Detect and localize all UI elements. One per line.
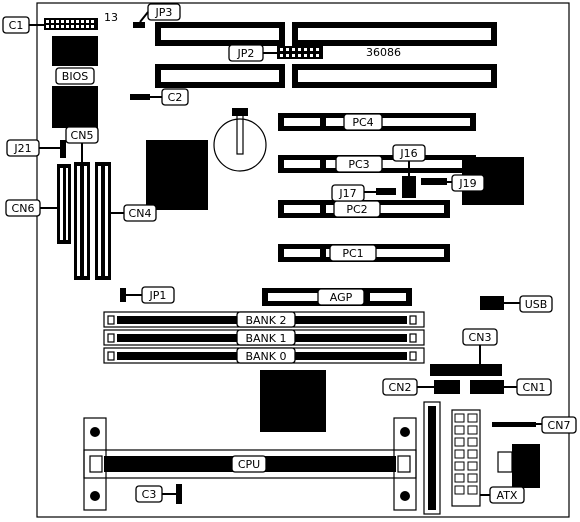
bios-chip-top bbox=[52, 36, 98, 66]
c2-label: C2 bbox=[168, 91, 183, 104]
pin-13-label: 13 bbox=[104, 11, 118, 24]
cn7-header bbox=[492, 422, 536, 427]
connector-icon bbox=[497, 444, 540, 488]
c1-label: C1 bbox=[9, 19, 24, 32]
battery-icon bbox=[213, 108, 267, 172]
pc1-label: PC1 bbox=[342, 247, 363, 260]
pc2-label: PC2 bbox=[346, 203, 367, 216]
mounting-hole-icon bbox=[400, 491, 410, 501]
bank2-tag bbox=[236, 311, 296, 328]
cpu-label: CPU bbox=[238, 458, 260, 471]
j16-header bbox=[402, 176, 416, 198]
cn3-label: CN3 bbox=[469, 331, 492, 344]
j16-label: J16 bbox=[399, 147, 417, 160]
jp2-header bbox=[277, 46, 323, 59]
usb-label: USB bbox=[525, 298, 548, 311]
board-id-label: 36086 bbox=[366, 46, 401, 59]
j21-label: J21 bbox=[13, 142, 31, 155]
jp1-label: JP1 bbox=[149, 289, 167, 302]
usb-header bbox=[480, 296, 504, 310]
atx-label: ATX bbox=[497, 489, 518, 502]
j21-jumper bbox=[60, 140, 66, 158]
j17-header bbox=[376, 188, 396, 195]
jp2-label: JP2 bbox=[237, 47, 255, 60]
pc4-label: PC4 bbox=[352, 116, 373, 129]
j17-label: J17 bbox=[338, 187, 356, 200]
cn4-header bbox=[95, 162, 111, 280]
cn2-header bbox=[434, 380, 460, 394]
jp3-jumper bbox=[133, 22, 145, 28]
cn1-label: CN1 bbox=[523, 381, 546, 394]
cn5-label: CN5 bbox=[71, 129, 94, 142]
jp3-label: JP3 bbox=[155, 6, 173, 19]
pc3-label: PC3 bbox=[348, 158, 369, 171]
cn2-label: CN2 bbox=[389, 381, 412, 394]
bank0-tag bbox=[236, 347, 296, 364]
bios-tag bbox=[55, 67, 95, 85]
cn7-label: CN7 bbox=[548, 419, 571, 432]
pc4-tag bbox=[343, 113, 383, 131]
j19-label: J19 bbox=[458, 177, 476, 190]
board-outline bbox=[36, 2, 570, 518]
c1-connector bbox=[44, 18, 98, 30]
atx-connector bbox=[451, 409, 481, 507]
pc3-tag bbox=[335, 155, 383, 173]
bios-chip-bottom bbox=[52, 86, 98, 128]
c2-header bbox=[130, 94, 150, 100]
mounting-hole-icon bbox=[90, 491, 100, 501]
pc1-tag bbox=[329, 244, 377, 262]
mounting-hole-icon bbox=[90, 427, 100, 437]
c3-label: C3 bbox=[142, 488, 157, 501]
agp-label: AGP bbox=[330, 291, 353, 304]
jp1-jumper bbox=[120, 288, 126, 302]
bank1-label: BANK 1 bbox=[245, 332, 286, 345]
cn6-header bbox=[57, 164, 71, 244]
cpu-tag bbox=[231, 455, 267, 473]
bank2-label: BANK 2 bbox=[245, 314, 286, 327]
cn5-header bbox=[74, 162, 90, 280]
chip-lower bbox=[260, 370, 326, 432]
agp-tag bbox=[317, 288, 365, 306]
cn3-header bbox=[430, 364, 502, 376]
cn4-label: CN4 bbox=[129, 207, 152, 220]
bios-label: BIOS bbox=[62, 70, 88, 83]
cn1-header bbox=[470, 380, 504, 394]
c3-jumper bbox=[176, 484, 182, 504]
atx-connector-left bbox=[423, 401, 441, 515]
cn6-label: CN6 bbox=[12, 202, 35, 215]
chipset-left bbox=[146, 140, 208, 210]
bank1-tag bbox=[236, 329, 296, 346]
j19-header bbox=[421, 178, 447, 185]
mounting-hole-icon bbox=[400, 427, 410, 437]
bank0-label: BANK 0 bbox=[245, 350, 286, 363]
